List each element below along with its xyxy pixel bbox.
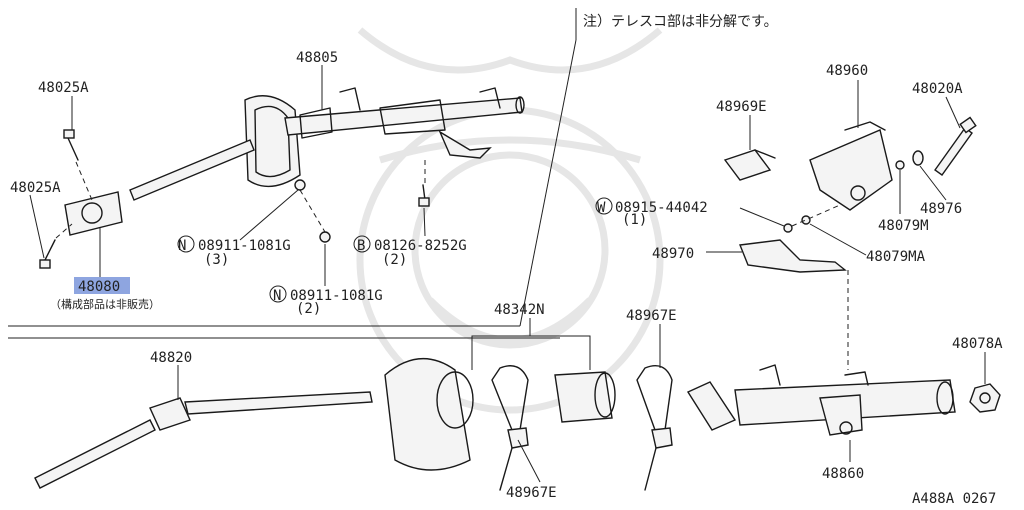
bolt-08126[interactable] <box>418 184 430 207</box>
qty-08915: (1) <box>622 212 647 228</box>
circle-w: W <box>597 200 606 216</box>
label-48025a-mid: 48025A <box>10 180 61 196</box>
label-08911-b: 08911-1081G <box>290 288 383 304</box>
label-48079m: 48079M <box>878 218 929 234</box>
washer-08915[interactable] <box>783 223 793 233</box>
label-48805: 48805 <box>296 50 338 66</box>
label-48079ma: 48079MA <box>866 249 926 265</box>
svg-text:N: N <box>178 238 186 254</box>
qty-08911-b: (2) <box>296 301 321 317</box>
band-clamp-left[interactable] <box>491 365 529 491</box>
intermediate-shaft-48820[interactable] <box>34 391 373 489</box>
label-48020a: 48020A <box>912 81 963 97</box>
label-48860: 48860 <box>822 466 864 482</box>
label-48967e-top: 48967E <box>626 308 677 324</box>
lower-column-48860[interactable] <box>686 364 956 436</box>
bolt-48025a-bottom[interactable] <box>39 239 56 269</box>
band-clamp-right[interactable] <box>636 365 673 491</box>
diagram-code: A488A 0267 <box>912 491 996 507</box>
universal-joint-48080[interactable] <box>64 191 123 236</box>
clip-48969e[interactable] <box>723 149 776 181</box>
highlight-48080 <box>74 277 130 294</box>
label-48969e: 48969E <box>716 99 767 115</box>
collar-seal[interactable] <box>554 371 616 423</box>
nut-08911-a[interactable] <box>294 179 306 191</box>
washer-48079ma[interactable] <box>801 215 811 225</box>
boot-seal[interactable] <box>384 358 474 471</box>
label-48970: 48970 <box>652 246 694 262</box>
circle-b: B <box>357 238 365 254</box>
bolt-48025a-top[interactable] <box>63 129 79 161</box>
label-48820: 48820 <box>150 350 192 366</box>
telescope-note: 注）テレスコ部は非分解です。 <box>583 14 778 30</box>
label-48960: 48960 <box>826 63 868 79</box>
watermark-emblem <box>356 27 664 414</box>
plate-48970[interactable] <box>739 239 847 273</box>
washer-48079m[interactable] <box>895 160 905 170</box>
nut-48078a[interactable] <box>969 383 1001 413</box>
label-48025a-top: 48025A <box>38 80 89 96</box>
label-48967e-bottom: 48967E <box>506 485 557 501</box>
column-assembly-48805[interactable] <box>129 87 525 201</box>
label-48078a: 48078A <box>952 336 1003 352</box>
washer-48976[interactable] <box>912 150 924 166</box>
nut-08911-b[interactable] <box>319 231 331 243</box>
circle-n-b: N <box>273 288 281 304</box>
qty-08126: (2) <box>382 252 407 268</box>
label-48976: 48976 <box>920 201 962 217</box>
label-48080[interactable]: 48080 <box>78 279 120 295</box>
group-frame <box>8 8 577 339</box>
not-sold-note: （構成部品は非販売） <box>50 297 160 311</box>
bolt-48020a[interactable] <box>934 116 977 176</box>
label-08126: 08126-8252G <box>374 238 467 254</box>
bracket-48960[interactable] <box>809 121 893 211</box>
label-08915: 08915-44042 <box>615 200 708 216</box>
label-48342n: 48342N <box>494 302 545 318</box>
qty-08911-a: (3) <box>204 252 229 268</box>
label-08911-a: 08911-1081G <box>198 238 291 254</box>
circle-n-a: N <box>178 238 186 254</box>
